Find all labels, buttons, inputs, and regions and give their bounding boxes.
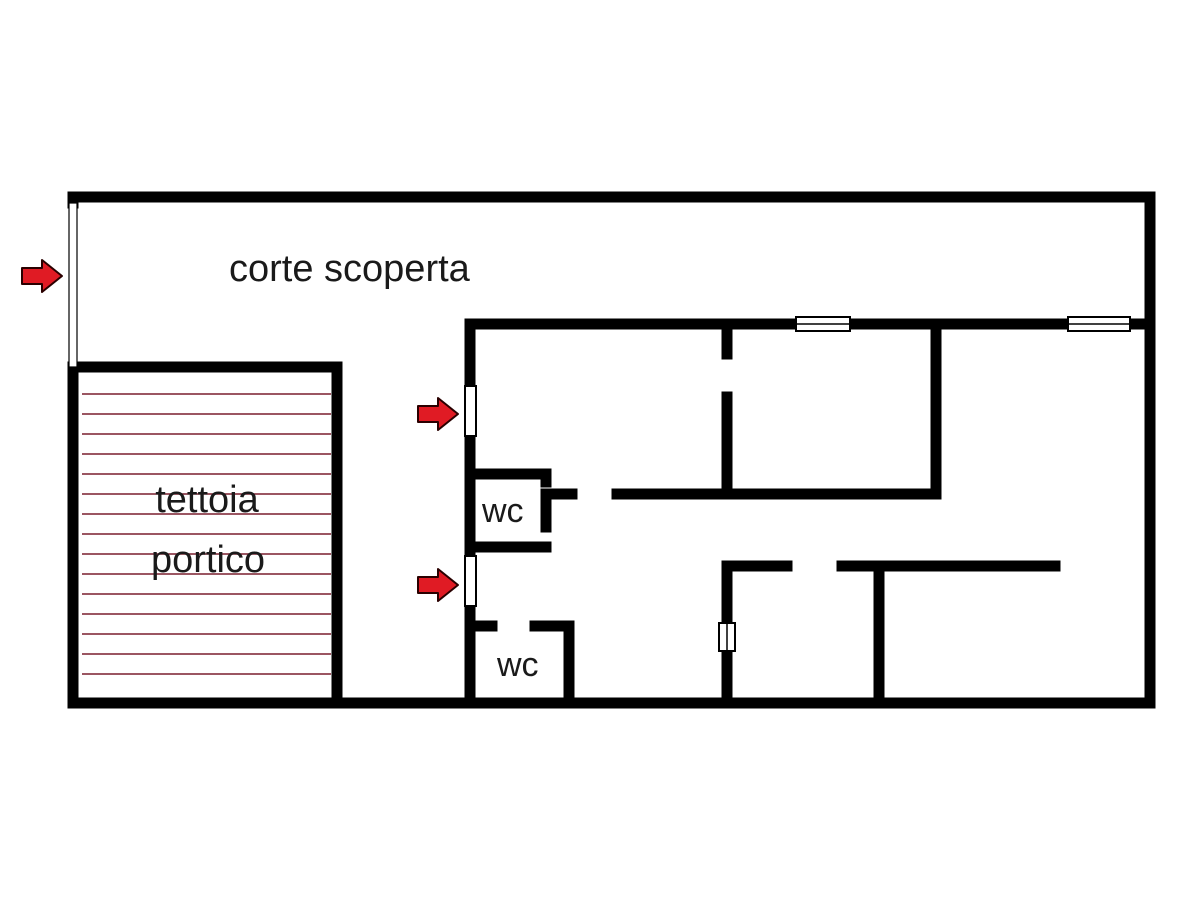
window-south-divider	[718, 622, 736, 652]
right-arrow-icon	[417, 397, 459, 431]
door-entrance-lower	[464, 555, 477, 607]
window-north-2	[1067, 316, 1131, 332]
courtyard-label: corte scoperta	[229, 248, 471, 290]
openings	[68, 202, 1131, 652]
canopy-hatching	[82, 393, 331, 675]
walls	[67, 191, 1156, 709]
wc-lower-label: wc	[496, 646, 539, 684]
canopy-label-line2: portico	[151, 539, 265, 581]
right-arrow-icon	[21, 259, 63, 293]
canopy-label-line1: tettoia	[155, 479, 259, 521]
entrance-arrows	[21, 259, 459, 602]
right-arrow-icon	[417, 568, 459, 602]
wc-upper-label: wc	[481, 492, 524, 530]
door-entrance-upper	[464, 385, 477, 437]
window-north-1	[795, 316, 851, 332]
gate-opening	[68, 202, 78, 368]
